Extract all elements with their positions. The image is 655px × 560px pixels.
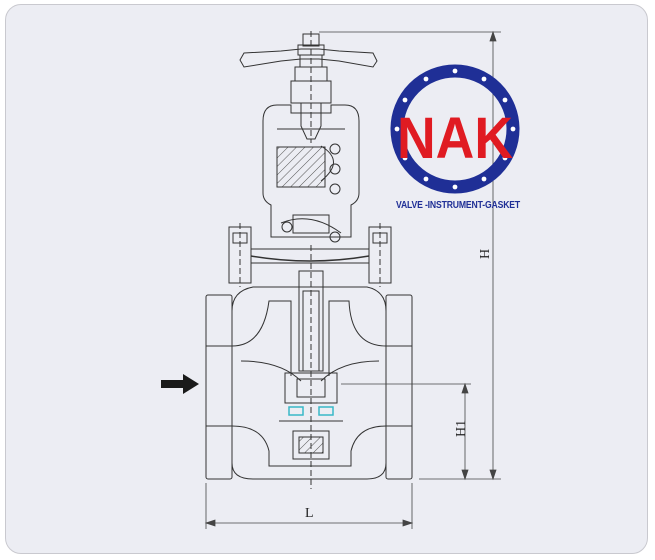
valve-body [205, 245, 413, 489]
dimension-l [204, 483, 414, 529]
bonnet [262, 104, 360, 238]
valve-drawing: H H1 L NAK VALVE [161, 30, 521, 529]
nak-logo: NAK VALVE -INSTRUMENT-GASKET [390, 64, 521, 211]
drawing-frame: H H1 L NAK VALVE [5, 4, 648, 554]
logo-tagline: VALVE -INSTRUMENT-GASKET [396, 199, 521, 211]
logo-brand-text: NAK [397, 106, 513, 171]
flow-direction-arrow-icon [161, 374, 199, 394]
diaphragm-chamber [228, 214, 392, 287]
dimension-l-label: L [305, 506, 314, 521]
dimension-h-label: H [478, 249, 493, 259]
dimension-h [319, 30, 501, 481]
handwheel [239, 31, 378, 143]
logo-ring-dots [394, 68, 516, 190]
dimension-h1-label: H1 [454, 420, 469, 437]
dimension-h1 [341, 382, 471, 481]
